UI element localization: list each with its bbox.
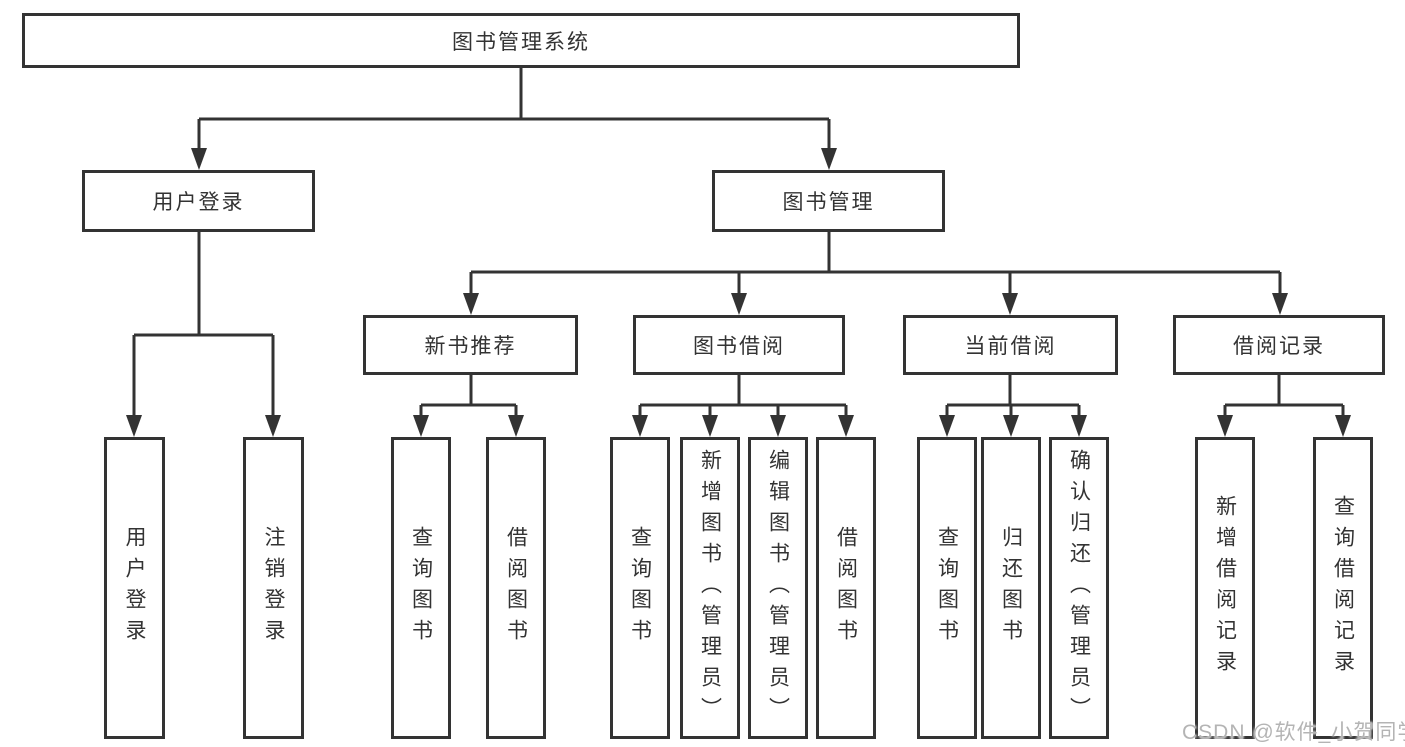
leaf-label: 用户登录 (123, 526, 146, 650)
node-label: 图书管理 (782, 191, 875, 214)
arrowhead-down (508, 415, 524, 437)
arrowhead-down (265, 415, 281, 437)
leaf-borrow-books-recommend: 借阅图书 (486, 437, 546, 739)
leaf-edit-books-admin: 编辑图书（管理员） (748, 437, 808, 739)
leaf-return-books: 归还图书 (981, 437, 1041, 739)
leaf-user-login: 用户登录 (104, 437, 165, 739)
watermark: CSDN @软件_小贺同学 (1182, 721, 1405, 744)
leaf-label: 查询图书 (409, 526, 433, 650)
leaf-label: 借阅图书 (504, 526, 528, 650)
arrowhead-down (1002, 293, 1018, 315)
node-book-management-system: 图书管理系统 (22, 13, 1020, 68)
arrowhead-down (1335, 415, 1351, 437)
node-current-borrowing: 当前借阅 (903, 315, 1118, 375)
leaf-borrow-books: 借阅图书 (816, 437, 876, 739)
arrowhead-down (126, 415, 142, 437)
node-label: 图书借阅 (693, 335, 785, 358)
leaf-label: 查询图书 (628, 526, 652, 650)
node-label: 借阅记录 (1233, 335, 1325, 358)
node-label: 当前借阅 (964, 335, 1057, 358)
leaf-label: 查询借阅记录 (1331, 495, 1355, 681)
leaf-label: 确认归还（管理员） (1067, 448, 1091, 728)
arrowhead-down (1217, 415, 1233, 437)
node-new-book-recommendation: 新书推荐 (363, 315, 578, 375)
leaf-query-borrow-record: 查询借阅记录 (1313, 437, 1373, 739)
arrowhead-down (1003, 415, 1019, 437)
arrowhead-down (939, 415, 955, 437)
arrowhead-down (702, 415, 718, 437)
leaf-label: 新增借阅记录 (1213, 495, 1237, 681)
leaf-label: 注销登录 (262, 526, 285, 650)
arrowhead-down (632, 415, 648, 437)
leaf-logout: 注销登录 (243, 437, 304, 739)
node-book-borrowing: 图书借阅 (633, 315, 845, 375)
arrowhead-down (770, 415, 786, 437)
arrowhead-down (413, 415, 429, 437)
leaf-add-borrow-record: 新增借阅记录 (1195, 437, 1255, 739)
arrowhead-down (191, 148, 207, 170)
arrowhead-down (1272, 293, 1288, 315)
leaf-add-books-admin: 新增图书（管理员） (680, 437, 740, 739)
arrowhead-down (731, 293, 747, 315)
node-label: 用户登录 (152, 191, 245, 214)
leaf-label: 查询图书 (935, 526, 959, 650)
leaf-query-books-current: 查询图书 (917, 437, 977, 739)
leaf-confirm-return-admin: 确认归还（管理员） (1049, 437, 1109, 739)
node-label: 新书推荐 (424, 335, 517, 358)
leaf-label: 编辑图书（管理员） (766, 448, 790, 728)
leaf-query-books-recommend: 查询图书 (391, 437, 451, 739)
node-label: 图书管理系统 (452, 30, 590, 54)
leaf-label: 借阅图书 (834, 526, 858, 650)
node-user-login-branch: 用户登录 (82, 170, 315, 232)
leaf-label: 新增图书（管理员） (698, 448, 722, 728)
arrowhead-down (821, 148, 837, 170)
node-book-management-branch: 图书管理 (712, 170, 945, 232)
arrowhead-down (463, 293, 479, 315)
leaf-label: 归还图书 (999, 526, 1023, 650)
node-borrowing-records: 借阅记录 (1173, 315, 1385, 375)
arrowhead-down (838, 415, 854, 437)
arrowhead-down (1071, 415, 1087, 437)
leaf-query-books-borrow: 查询图书 (610, 437, 670, 739)
